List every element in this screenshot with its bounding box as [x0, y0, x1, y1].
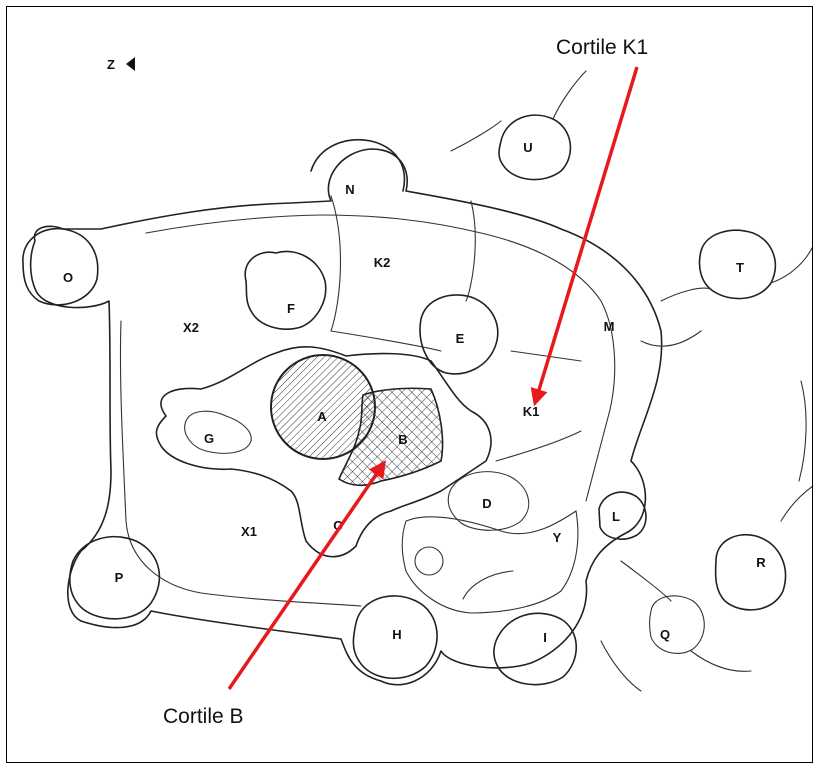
- scattered-remains: [600, 560, 752, 692]
- label-d: D: [482, 496, 491, 511]
- label-k2: K2: [374, 255, 391, 270]
- label-g: G: [204, 431, 214, 446]
- small-chamber-outline: [414, 546, 444, 576]
- arrow-to-b: [227, 460, 386, 690]
- outer-wall-outline: [29, 148, 663, 686]
- label-l: L: [612, 509, 620, 524]
- label-a: A: [317, 409, 327, 424]
- label-m: M: [604, 319, 615, 334]
- courtyard-b-hatched: [337, 387, 444, 487]
- hut-q-outline: [648, 595, 705, 654]
- k1-divider-wall: [495, 350, 582, 462]
- curved-passage: [462, 570, 514, 600]
- label-t: T: [736, 260, 744, 275]
- tower-l-outline: [598, 491, 647, 540]
- k2-divider-wall: [330, 195, 476, 352]
- label-p: P: [115, 570, 124, 585]
- court-y-outline: [401, 510, 579, 614]
- label-h: H: [392, 627, 401, 642]
- label-q: Q: [660, 627, 670, 642]
- plan-frame: Z A B C D E F G: [6, 6, 813, 763]
- label-b: B: [398, 432, 407, 447]
- label-f: F: [287, 301, 295, 316]
- label-r: R: [756, 555, 766, 570]
- tower-o-outline: [22, 227, 99, 306]
- hut-r-outline: [714, 534, 787, 611]
- north-arrow-icon: [126, 57, 135, 71]
- room-e-outline: [419, 294, 499, 375]
- label-e: E: [456, 331, 465, 346]
- tower-i-outline: [493, 612, 577, 686]
- label-k1: K1: [523, 404, 540, 419]
- hut-s-fragment: [780, 380, 812, 522]
- room-f-outline: [244, 250, 327, 330]
- room-d-outline: [447, 471, 530, 531]
- hut-u-extension: [450, 70, 587, 152]
- label-c: C: [333, 518, 343, 533]
- label-n: N: [345, 182, 354, 197]
- hut-u-outline: [498, 114, 572, 181]
- north-letter: Z: [107, 57, 115, 72]
- north-marker: Z: [107, 57, 135, 72]
- central-keep-outline: [155, 346, 492, 558]
- label-i: I: [543, 630, 547, 645]
- label-x2: X2: [183, 320, 199, 335]
- label-x1: X1: [241, 524, 257, 539]
- nuraghe-plan: Z A B C D E F G: [22, 36, 812, 728]
- hut-t-extension: [640, 246, 812, 347]
- annotation-cortile-k1: Cortile K1: [556, 36, 648, 59]
- label-u: U: [523, 140, 532, 155]
- inner-wall-outline: [119, 214, 616, 607]
- tower-p-outline: [69, 536, 161, 620]
- arrow-to-k1: [530, 66, 639, 407]
- annotation-cortile-b: Cortile B: [163, 705, 244, 728]
- label-y: Y: [553, 530, 562, 545]
- tower-h-outline: [352, 595, 438, 680]
- tower-n-outline: [310, 139, 406, 192]
- label-o: O: [63, 270, 73, 285]
- room-g-outline: [184, 410, 252, 454]
- room-labels: A B C D E F G H I L M N O P Q R S T U Y …: [63, 140, 766, 645]
